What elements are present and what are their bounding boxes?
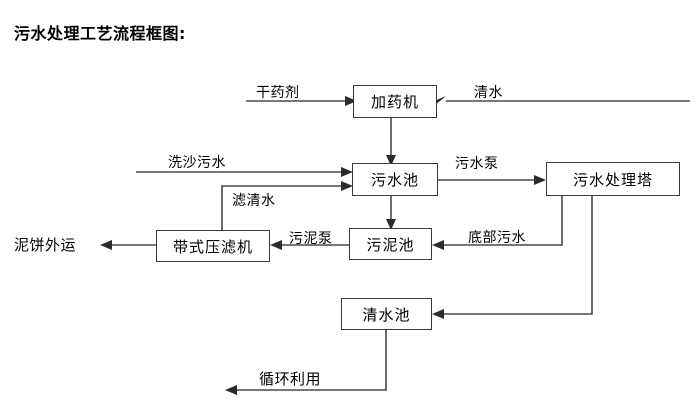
- edge-label-sewage-pump: 污水泵: [455, 156, 499, 172]
- edge-label-sludge-pump: 污泥泵: [289, 231, 333, 247]
- node-clear-water-pool[interactable]: 清水池: [341, 298, 432, 330]
- edge-label-sand-wash-sewage: 洗沙污水: [168, 155, 226, 171]
- edge-label-bottom-sewage: 底部污水: [468, 230, 526, 246]
- page-title: 污水处理工艺流程框图:: [14, 24, 186, 43]
- edge-label-dry-chemical: 干药剂: [256, 85, 300, 101]
- edge-label-clean-water: 清水: [474, 85, 503, 101]
- edge-label-filtered-water: 滤清水: [232, 193, 276, 209]
- node-wastewater-pool[interactable]: 污水池: [352, 163, 438, 196]
- node-belt-filter-press[interactable]: 带式压滤机: [156, 230, 270, 262]
- node-sludge-pool[interactable]: 污泥池: [349, 228, 432, 260]
- edge-label-recycle-reuse: 循环利用: [259, 370, 322, 388]
- node-treatment-tower[interactable]: 污水处理塔: [546, 162, 680, 196]
- terminal-label-mud-cake-out: 泥饼外运: [14, 236, 77, 254]
- node-dosing-machine[interactable]: 加药机: [353, 85, 437, 118]
